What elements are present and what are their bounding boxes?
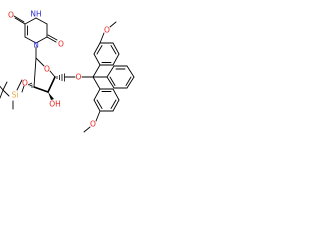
trityl-center: [92, 64, 108, 90]
methoxy-oxygen-bottom-label: O: [90, 120, 96, 129]
wedge-bond-3prime: [48, 92, 54, 100]
uracil-ring: [13, 15, 58, 44]
uracil-oxygen-top-label: O: [8, 11, 14, 20]
uracil-oxygen-right-label: O: [58, 40, 64, 49]
ether-oxygen-label: O: [76, 73, 82, 82]
ribose-ring: [33, 57, 56, 93]
tbs-group: [0, 79, 25, 110]
hydroxyl-label: OH: [49, 100, 61, 109]
anisyl-ring-top: [93, 21, 120, 66]
silyl-ether-oxygen-label: O: [22, 79, 28, 88]
hashed-bond-2prime: [27, 82, 33, 88]
uracil-n1-label: N: [33, 41, 39, 50]
methoxy-oxygen-top-label: O: [104, 26, 110, 35]
phenyl-ring: [106, 65, 135, 89]
uracil-nh-label: NH: [30, 10, 41, 19]
ribose-ring-oxygen-label: O: [44, 65, 50, 74]
anisyl-ring-bottom: [83, 88, 120, 133]
chemical-structure-diagram: O NH O N O O Si OH O O O: [0, 10, 135, 133]
hashed-bond-4prime: [56, 73, 65, 82]
silicon-label: Si: [12, 91, 19, 100]
